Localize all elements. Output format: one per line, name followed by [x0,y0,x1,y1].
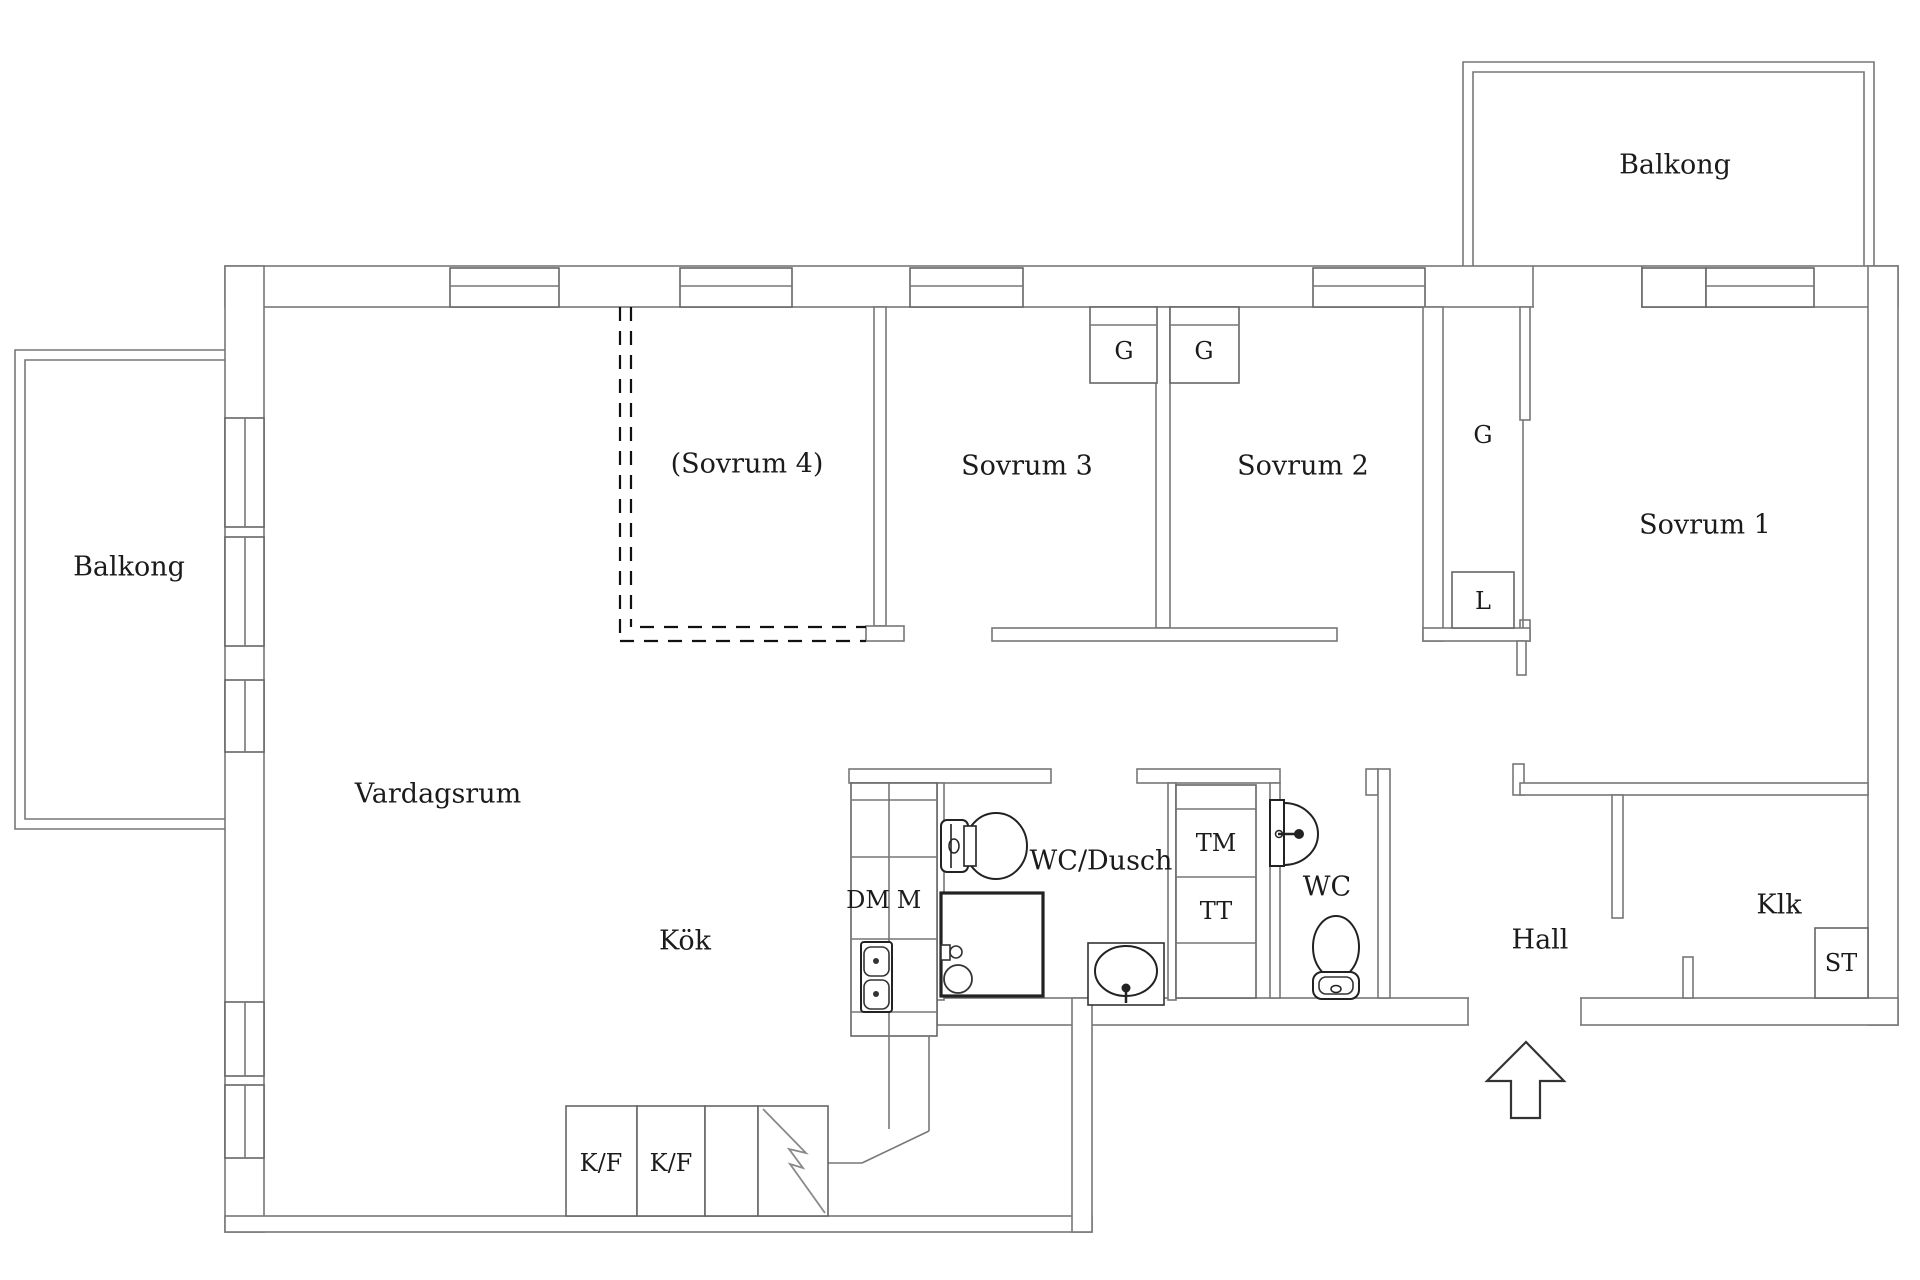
wall-sink-icon [1269,799,1319,867]
room-label-kok: Kök [659,926,712,957]
fridge-freezer-label: K/F [650,1149,693,1177]
kitchen-counter: DM M [705,782,938,1164]
electrical-panel [757,1105,829,1217]
wall-sovrum1-bottom [1519,782,1869,796]
room-label-wc-dusch: WC/Dusch [1030,846,1173,877]
fridge-freezer-2 [636,1105,706,1217]
kitchen-appliance-row: K/F K/F [565,1105,829,1217]
micro-label: M [897,886,922,914]
shower-icon [939,891,1045,998]
window-icon [224,679,265,753]
window-icon [1312,267,1426,308]
kitchen-cabinet [704,1105,759,1217]
room-label-sovrum3: Sovrum 3 [961,451,1093,482]
washer-label: TM [1196,829,1237,857]
wall-corridor-left [848,768,1052,784]
linen-closet [1451,571,1515,629]
window-icon [224,1001,265,1077]
room-label-klk: Klk [1756,890,1802,921]
room-label-wc: WC [1303,872,1351,903]
toilet-icon [1312,915,1360,1000]
wall-hall-klk-lower [1682,956,1694,999]
wall-closet-bottom [1422,627,1531,642]
lightning-bolt-icon [762,1108,826,1214]
balcony-top-right-label: Balkong [1619,150,1731,181]
window-icon [679,267,793,308]
wall-wc-right [1377,768,1391,999]
kitchen-sink-icon [860,941,893,1013]
wall-corridor-right [1136,768,1281,784]
wall-bedrooms-bottom [991,627,1338,642]
balcony-left-label: Balkong [73,552,185,583]
window-icon [1705,267,1815,308]
wall-sovrum1-door-jamb [1512,763,1525,796]
room-label-sovrum4: (Sovrum 4) [671,449,824,480]
fridge-freezer-label: K/F [580,1149,623,1177]
room-label-vardagsrum: Vardagsrum [354,779,521,810]
wardrobe-label: G [1194,337,1213,365]
st-closet: ST [1814,927,1869,999]
wardrobe-g-sovrum3: G [1089,306,1158,384]
window-icon [224,417,265,528]
exterior-walls [224,265,1899,1233]
interior-walls [848,306,1869,1001]
fridge-freezer-1 [565,1105,638,1217]
balcony-door-opening [1532,266,1643,309]
bathroom-sink-icon [1087,942,1165,1006]
wall-hall-klk-upper [1611,794,1624,919]
balcony-top-right: Balkong [1462,61,1875,266]
right-wall [1867,265,1899,1026]
wall-foot [865,625,905,642]
wall-sovrum2-closet [1422,306,1444,642]
room-label-sovrum2: Sovrum 2 [1237,451,1369,482]
bottom-wall-kitchen [224,1215,1093,1233]
wc-fixtures [1269,799,1360,1000]
wall-sovrum4-sovrum3 [873,306,887,627]
wall-stub-sovrum1-door [1516,640,1527,676]
laundry-cabinet: TM TT [1175,784,1257,999]
wardrobe-label: G [1114,337,1133,365]
toilet-icon [940,812,1028,880]
linen-closet-label: L [1475,587,1491,615]
entry [1467,997,1582,1120]
window-icon [449,267,560,308]
dryer-label: TT [1200,897,1232,925]
room-labels: (Sovrum 4) Sovrum 3 Sovrum 2 Sovrum 1 Va… [354,449,1802,957]
window-icon [1641,267,1707,308]
window-icon [224,1084,265,1159]
left-windows [224,417,265,1159]
closet-column-hall: G L [1451,421,1515,629]
room-label-sovrum1: Sovrum 1 [1639,510,1771,541]
top-windows [449,266,1815,309]
window-icon [909,267,1024,308]
wall-wc-left [1269,782,1281,999]
step-wall [1071,997,1093,1233]
room-label-hall: Hall [1512,925,1569,956]
wall-sovrum3-sovrum2 [1155,306,1171,629]
sovrum4-dashed-partition [618,307,866,643]
balcony-left: Balkong [14,349,225,830]
wardrobe-g-sovrum2: G [1169,306,1240,384]
window-icon [224,536,265,647]
wc-dusch-fixtures [939,812,1165,1006]
st-closet-label: ST [1825,949,1857,977]
wall-bath-mid [1167,782,1177,1001]
wall-wc-top-stub [1365,768,1379,796]
entry-arrow-icon [1484,1040,1567,1120]
closet-g-label: G [1473,421,1492,449]
dishwasher-label: DM [846,886,890,914]
wall-closet-right-top [1519,306,1531,421]
